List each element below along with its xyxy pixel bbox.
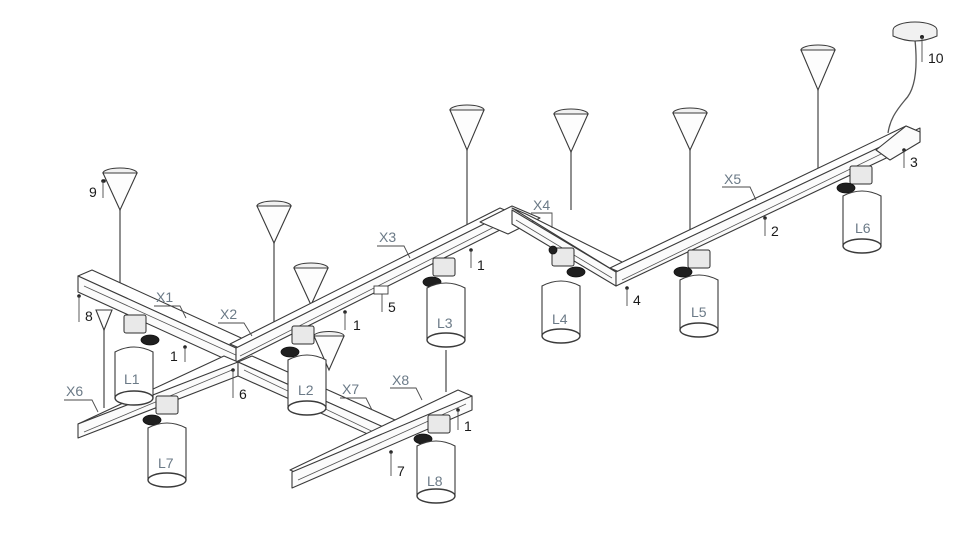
callout-1c: 1	[477, 257, 485, 273]
cone-icon	[256, 200, 292, 245]
lamp-label-l2: L2	[298, 382, 314, 398]
callout-9: 9	[89, 184, 97, 200]
callout-2: 2	[771, 223, 779, 239]
callout-1a: 1	[170, 348, 178, 364]
spotlight-l2: L2	[280, 325, 327, 416]
spotlight-l8: L8	[413, 414, 456, 504]
segment-label-x5: X5	[724, 171, 741, 187]
segment-label-x1: X1	[156, 289, 173, 305]
callout-8: 8	[85, 308, 93, 324]
spotlight-l1: L1	[114, 314, 160, 406]
lamp-label-l5: L5	[691, 304, 707, 320]
cone-icon	[293, 262, 329, 307]
segment-label-x6: X6	[66, 383, 83, 399]
suspension-cones	[95, 44, 836, 372]
cone-icon	[672, 107, 708, 152]
callout-1b: 1	[353, 317, 361, 333]
cone-icon	[449, 104, 485, 152]
lamp-label-l8: L8	[427, 473, 443, 489]
callout-1d: 1	[464, 418, 472, 434]
cone-icon	[800, 44, 836, 92]
cone-icon	[313, 331, 345, 372]
callout-3: 3	[910, 154, 918, 170]
segment-label-x3: X3	[379, 229, 396, 245]
segment-label-x8: X8	[392, 372, 409, 388]
segment-label-x4: X4	[533, 197, 550, 213]
spotlight-l5: L5	[673, 249, 719, 338]
cone-icon	[553, 108, 589, 154]
spotlight-l6: L6	[836, 165, 882, 254]
spotlight-l4: L4	[541, 245, 586, 344]
lamp-label-l6: L6	[855, 220, 871, 236]
lamp-label-l3: L3	[437, 315, 453, 331]
lamp-label-l1: L1	[124, 371, 140, 387]
segment-label-x7: X7	[342, 381, 359, 397]
callout-7: 7	[397, 463, 405, 479]
callout-6: 6	[239, 386, 247, 402]
suspension-wires	[103, 90, 819, 408]
spotlight-l7: L7	[142, 395, 187, 488]
cone-icon	[102, 167, 138, 212]
cone-icon	[95, 309, 113, 332]
callout-4: 4	[633, 292, 641, 308]
callout-10: 10	[928, 50, 944, 66]
lamp-label-l4: L4	[552, 311, 568, 327]
callout-5: 5	[388, 299, 396, 315]
segment-labels: X1 X2 X3 X4 X5 X6 X7 X8	[64, 171, 757, 413]
ceiling-canopy	[887, 21, 938, 134]
track-rails	[77, 125, 921, 489]
part-callouts: 1 1 1 1 2 3 4 5 6	[77, 37, 944, 479]
segment-label-x2: X2	[220, 306, 237, 322]
lamp-label-l7: L7	[158, 455, 174, 471]
spot-lamps: L1 L2 L3 L4	[114, 165, 882, 504]
spotlight-l3: L3	[422, 257, 466, 348]
